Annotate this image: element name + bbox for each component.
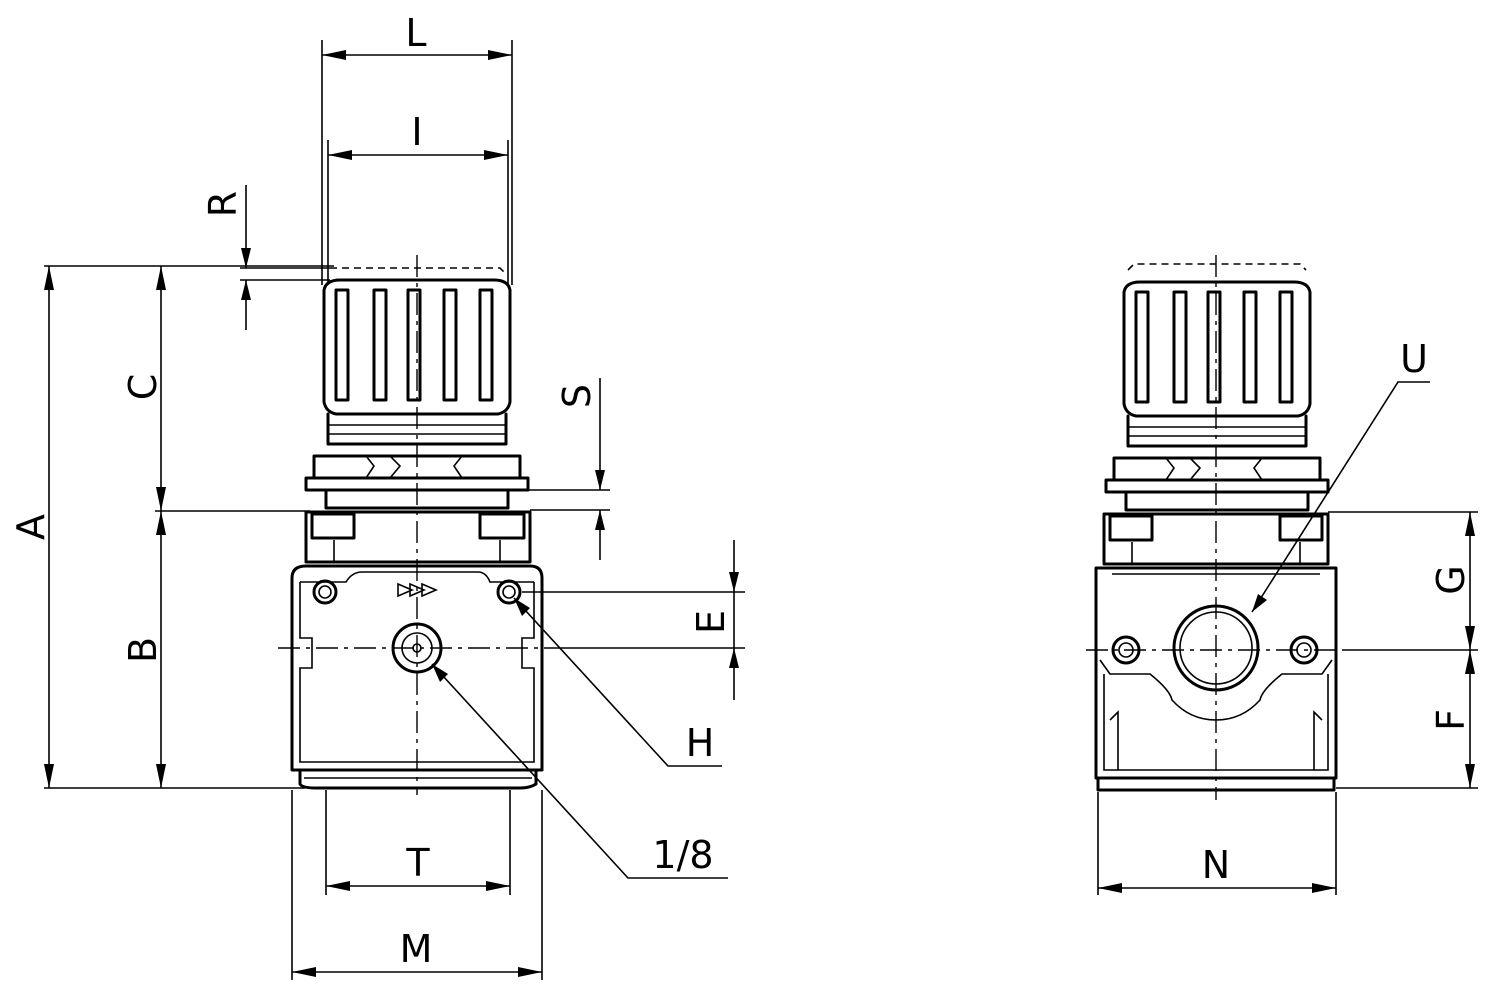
label-M: M xyxy=(400,927,433,971)
label-F: F xyxy=(1429,709,1473,731)
front-bonnet xyxy=(304,510,532,564)
side-view xyxy=(1086,255,1346,800)
side-bonnet xyxy=(1102,512,1330,566)
label-L: L xyxy=(405,11,426,55)
label-N: N xyxy=(1202,843,1230,887)
label-S: S xyxy=(555,384,599,408)
dimension-labels: L I R A C B S E H T M 1/8 U G F N xyxy=(9,11,1473,971)
label-E: E xyxy=(689,610,733,634)
side-dimensions xyxy=(1097,381,1478,895)
label-U: U xyxy=(1400,337,1428,381)
front-view xyxy=(278,255,560,795)
front-knob xyxy=(322,267,512,446)
side-knob xyxy=(1122,263,1312,448)
front-dimensions xyxy=(44,40,745,980)
label-A: A xyxy=(9,514,53,540)
side-lock-nut xyxy=(1104,456,1330,512)
label-T: T xyxy=(405,841,430,885)
side-body xyxy=(1094,566,1338,792)
label-G: G xyxy=(1429,565,1473,594)
label-I: I xyxy=(411,110,422,154)
label-H: H xyxy=(686,721,715,765)
label-C: C xyxy=(121,374,165,401)
label-port-size: 1/8 xyxy=(652,833,713,877)
label-B: B xyxy=(121,637,165,663)
label-R: R xyxy=(201,191,245,217)
